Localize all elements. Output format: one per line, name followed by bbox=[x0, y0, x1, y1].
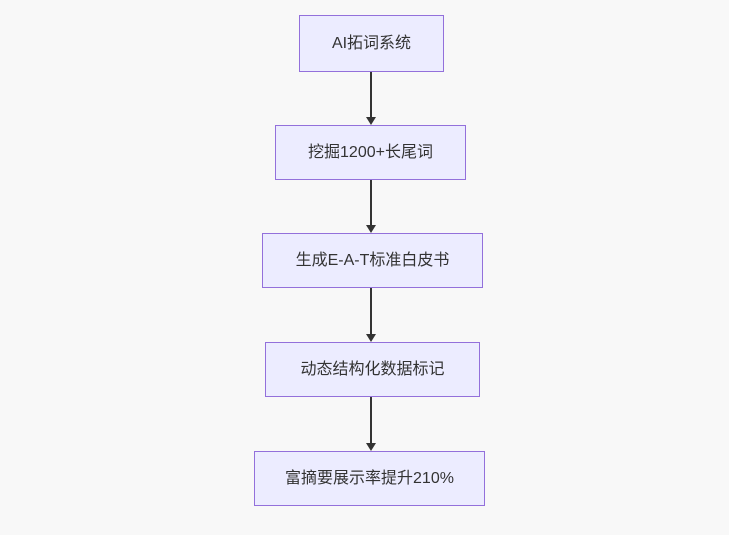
arrowhead-down-icon bbox=[366, 443, 376, 451]
node-label: AI拓词系统 bbox=[331, 34, 412, 52]
edge-line bbox=[370, 288, 372, 334]
flowchart-edge-2 bbox=[365, 180, 377, 233]
flowchart-node-ai-word-system: AI拓词系统 bbox=[299, 15, 444, 72]
flowchart-node-eat-whitepaper: 生成E-A-T标准白皮书 bbox=[262, 233, 483, 288]
flowchart-edge-3 bbox=[365, 288, 377, 342]
flowchart-edge-4 bbox=[365, 397, 377, 451]
edge-line bbox=[370, 72, 372, 117]
node-label: 动态结构化数据标记 bbox=[300, 360, 445, 378]
flowchart-node-rich-snippet-result: 富摘要展示率提升210% bbox=[254, 451, 485, 506]
flowchart-edge-1 bbox=[365, 72, 377, 125]
arrowhead-down-icon bbox=[366, 117, 376, 125]
arrowhead-down-icon bbox=[366, 334, 376, 342]
node-label: 富摘要展示率提升210% bbox=[285, 469, 454, 487]
edge-line bbox=[370, 397, 372, 443]
flowchart-node-structured-data: 动态结构化数据标记 bbox=[265, 342, 480, 397]
edge-line bbox=[370, 180, 372, 225]
node-label: 挖掘1200+长尾词 bbox=[308, 143, 433, 161]
arrowhead-down-icon bbox=[366, 225, 376, 233]
node-label: 生成E-A-T标准白皮书 bbox=[295, 251, 450, 269]
flowchart-node-longtail-keywords: 挖掘1200+长尾词 bbox=[275, 125, 466, 180]
